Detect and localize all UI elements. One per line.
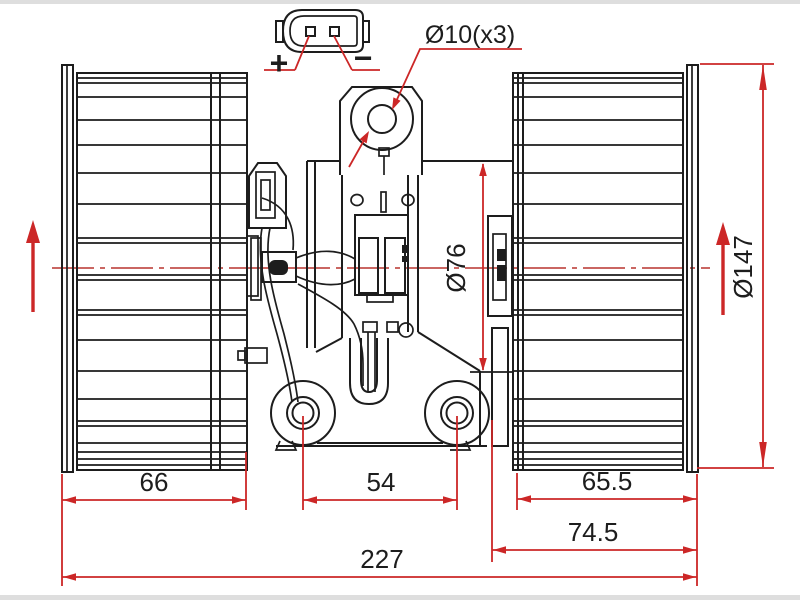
dim-right-overall-width: 74.5 bbox=[491, 420, 697, 562]
dim-74-5-value: 74.5 bbox=[568, 517, 619, 547]
cable-grommet bbox=[261, 251, 297, 283]
motor-assembly bbox=[237, 86, 513, 451]
polarity-plus-label: + bbox=[270, 45, 289, 81]
dim-76-value: Ø76 bbox=[441, 243, 471, 292]
mount-hole bbox=[367, 104, 397, 134]
power-connector: + − bbox=[264, 9, 380, 81]
dim-66-value: 66 bbox=[140, 467, 169, 497]
boss-outer-circle bbox=[350, 87, 414, 151]
connector-housing bbox=[281, 9, 364, 53]
dim-overall-length: 227 bbox=[62, 544, 697, 581]
connector-pin-negative bbox=[329, 26, 340, 37]
dim-65-5-value: 65.5 bbox=[582, 466, 633, 496]
mount-hole-callout: Ø10(x3) bbox=[348, 21, 522, 168]
dim-cage-diameter: Ø147 bbox=[697, 63, 774, 469]
left-cage-body bbox=[76, 72, 248, 471]
dim-left-cage-width: 66 bbox=[61, 452, 247, 586]
motor-wiring bbox=[259, 197, 364, 403]
right-fan-cage bbox=[512, 64, 699, 473]
polarity-minus-label: − bbox=[354, 40, 373, 76]
mount-hole-label: Ø10(x3) bbox=[425, 21, 515, 49]
connector-pin-positive bbox=[305, 26, 316, 37]
dim-147-value: Ø147 bbox=[728, 235, 758, 299]
dim-motor-diameter: Ø76 bbox=[441, 163, 487, 371]
right-cage-body bbox=[512, 72, 684, 471]
terminal-bolt bbox=[237, 347, 268, 364]
right-cage-slats bbox=[513, 77, 683, 466]
left-cage-slats bbox=[77, 77, 247, 466]
airflow-arrow-right bbox=[716, 222, 730, 315]
bearing-support bbox=[470, 215, 513, 447]
top-border bbox=[0, 0, 800, 4]
wire-guide-u-channel bbox=[349, 338, 389, 406]
bottom-border bbox=[0, 595, 800, 600]
dim-right-cage-width: 65.5 bbox=[516, 466, 698, 586]
left-bracket bbox=[246, 162, 287, 301]
brush-holder bbox=[354, 214, 409, 303]
connector-tab-left bbox=[275, 20, 284, 43]
dim-227-value: 227 bbox=[360, 544, 403, 574]
dim-mount-hole-spacing: 54 bbox=[302, 416, 458, 510]
connector-tab-right bbox=[362, 20, 370, 43]
dim-54-value: 54 bbox=[367, 467, 396, 497]
airflow-arrow-left bbox=[26, 220, 40, 312]
